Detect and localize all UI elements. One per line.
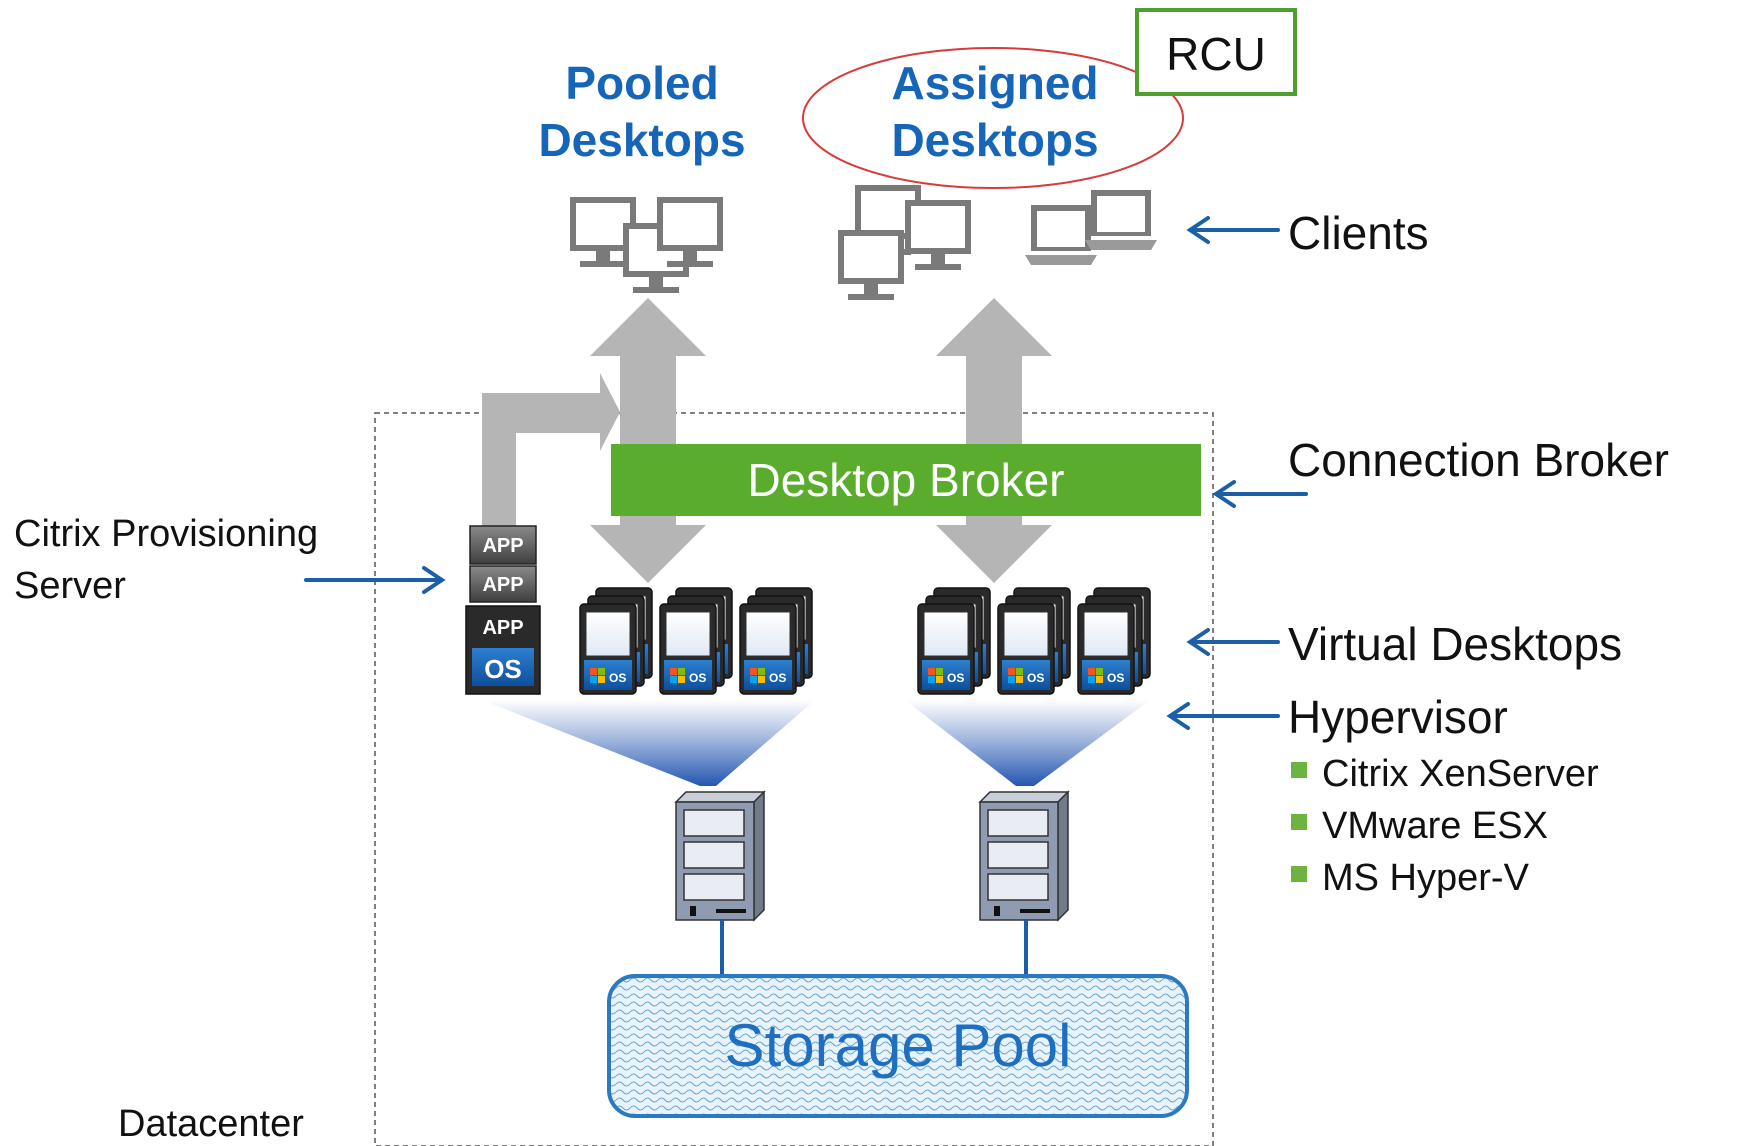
app-chip-label: APP (482, 535, 523, 557)
bullet (1291, 762, 1307, 778)
pooled-hypervisor-funnel (482, 700, 815, 786)
pooled-virtual-desktops: OS OS OS (579, 587, 813, 695)
vd-os-label: OS (947, 671, 964, 685)
assigned-highlight-ellipse (802, 47, 1184, 189)
provisioning-label-line1: Citrix Provisioning (14, 513, 318, 555)
assigned-virtual-desktops: OS OS OS (917, 587, 1151, 695)
laptop-icon (1025, 205, 1097, 265)
bullet (1291, 866, 1307, 882)
connection-broker-label: Connection Broker (1288, 434, 1669, 486)
desktop-broker-label: Desktop Broker (747, 454, 1064, 506)
vd-os-label: OS (689, 671, 706, 685)
rcu-label: RCU (1166, 28, 1266, 80)
pooled-gray-double-arrow (590, 298, 706, 583)
pooled-desktops-title-line1: Pooled (565, 57, 718, 109)
vd-os-label: OS (1107, 671, 1124, 685)
desktop-broker-bar (611, 444, 1201, 516)
datacenter-boundary (374, 412, 1214, 1146)
server-icon (979, 791, 1069, 921)
bullet (1291, 814, 1307, 830)
arrow-head (1166, 702, 1190, 730)
datacenter-label: Datacenter (118, 1103, 304, 1145)
arrow-head (422, 566, 446, 594)
provisioning-label-line2: Server (14, 565, 126, 607)
app-os-stack: APP APP APP OS (465, 525, 541, 695)
os-block (472, 648, 534, 686)
hypervisor-options-list: Citrix XenServer VMware ESX MS Hyper-V (1291, 753, 1599, 899)
storage-pool (607, 974, 1189, 1118)
assigned-gray-double-arrow (936, 298, 1052, 583)
clients-label: Clients (1288, 207, 1429, 259)
pooled-desktops-title-line2: Desktops (538, 114, 745, 166)
hypervisor-option: VMware ESX (1322, 805, 1548, 847)
client-computer-icon (838, 230, 904, 300)
rcu-box (1135, 8, 1297, 96)
virtual-desktop-icon: OS (579, 603, 637, 695)
virtual-desktop-icon: OS (739, 603, 797, 695)
provisioning-gray-bent-arrow (482, 373, 620, 526)
virtual-desktop-icon: OS (917, 603, 975, 695)
app-chip-label: APP (482, 617, 523, 639)
virtual-desktops-label: Virtual Desktops (1288, 618, 1622, 670)
assigned-desktops-title-line2: Desktops (891, 114, 1098, 166)
hypervisor-option: MS Hyper-V (1322, 857, 1530, 899)
arrow-head (1212, 480, 1236, 508)
arrow-head (1186, 628, 1210, 656)
client-computer-icon (905, 200, 971, 270)
app-chip-label: APP (482, 574, 523, 596)
vd-os-label: OS (609, 671, 626, 685)
app-chip (469, 525, 537, 565)
virtual-desktop-icon: OS (997, 603, 1055, 695)
vd-os-label: OS (769, 671, 786, 685)
assigned-desktops-title-line1: Assigned (891, 57, 1098, 109)
vd-os-label: OS (1027, 671, 1044, 685)
hypervisor-option: Citrix XenServer (1322, 753, 1599, 795)
assigned-hypervisor-funnel (905, 700, 1150, 786)
server-icon (675, 791, 765, 921)
virtual-desktop-icon: OS (659, 603, 717, 695)
pooled-clients (570, 197, 723, 293)
laptop-icon (1085, 190, 1157, 250)
os-label: OS (484, 654, 522, 684)
assigned-clients (838, 185, 1157, 300)
hypervisor-label: Hypervisor (1288, 691, 1508, 743)
storage-pool-label: Storage Pool (725, 1012, 1072, 1079)
app-chip (469, 565, 537, 603)
arrow-head (1186, 216, 1210, 244)
virtual-desktop-icon: OS (1077, 603, 1135, 695)
